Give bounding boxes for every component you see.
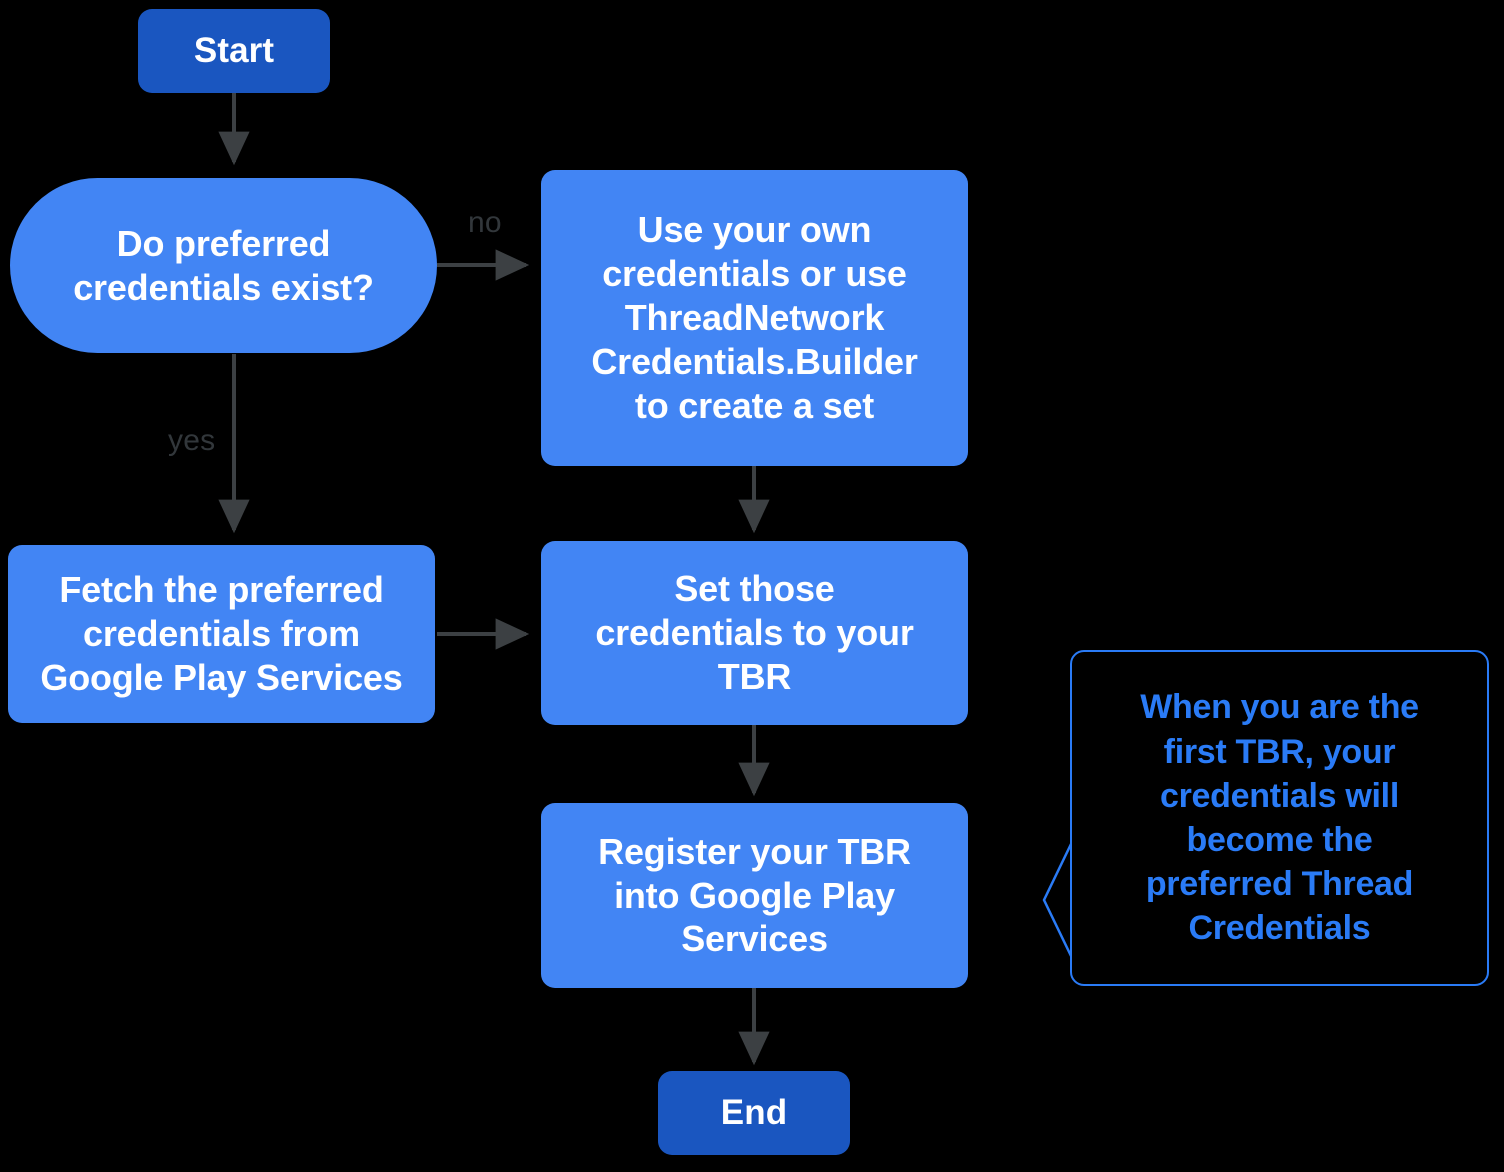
node-register-tbr[interactable]: Register your TBR into Google Play Servi… [541,803,968,988]
edge-label-yes: yes [168,424,216,457]
node-end[interactable]: End [658,1071,850,1155]
node-set-credentials-to-tbr[interactable]: Set those credentials to your TBR [541,541,968,725]
edge-label-no: no [468,206,502,239]
node-start[interactable]: Start [138,9,330,93]
callout-first-tbr-note: When you are the first TBR, your credent… [1070,650,1489,986]
node-use-your-own-credentials[interactable]: Use your own credentials or use ThreadNe… [541,170,968,466]
node-fetch-preferred-credentials[interactable]: Fetch the preferred credentials from Goo… [8,545,435,723]
node-decision-preferred-credentials[interactable]: Do preferred credentials exist? [10,178,437,353]
